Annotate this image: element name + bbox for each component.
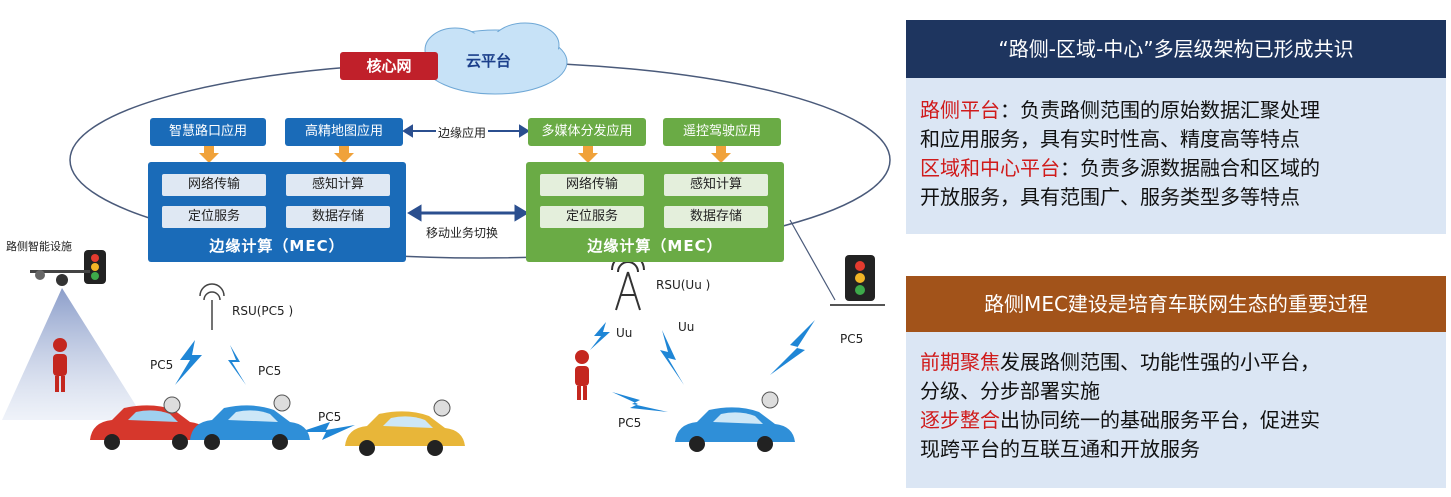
consensus-panel: “路侧-区域-中心”多层级架构已形成共识 路侧平台：负责路侧范围的原始数据汇聚处… <box>906 20 1446 234</box>
satellite-dish-icon <box>273 394 291 412</box>
app-connectors <box>199 145 731 163</box>
mec-cell-storage: 数据存储 <box>286 206 390 228</box>
satellite-dish-icon <box>163 396 181 414</box>
mec-line-4: 现跨平台的互联互通和开放服务 <box>920 437 1200 461</box>
mec-line-3: 逐步整合出协同统一的基础服务平台，促进实 <box>920 406 1432 435</box>
lightning-icon <box>770 320 815 375</box>
mobile-switch-label: 移动业务切换 <box>426 226 499 240</box>
consensus-panel-title: “路侧-区域-中心”多层级架构已形成共识 <box>906 20 1446 78</box>
app-multimedia-dist: 多媒体分发应用 <box>528 118 646 146</box>
pc5-label: PC5 <box>840 332 864 346</box>
pc5-label: PC5 <box>618 416 642 430</box>
app-smart-intersection: 智慧路口应用 <box>150 118 266 146</box>
edge-app-label: 边缘应用 <box>436 124 489 141</box>
roadside-facility-label: 路侧智能设施 <box>6 240 72 253</box>
regional-center-highlight: 区域和中心平台 <box>920 156 1060 180</box>
lightning-icon <box>660 330 684 385</box>
mec-line-1-text: 发展路侧范围、功能性强的小平台， <box>1000 350 1320 374</box>
pc5-label: PC5 <box>258 364 282 378</box>
pedestrian-right-icon <box>575 350 589 400</box>
lightning-icon <box>228 345 246 385</box>
lightning-icon <box>175 340 202 385</box>
mec-cell-network: 网络传输 <box>162 174 266 196</box>
pedestrian-left-icon <box>53 338 67 392</box>
mec-construction-panel-body: 前期聚焦发展路侧范围、功能性强的小平台， 分级、分步部署实施 逐步整合出协同统一… <box>906 332 1446 488</box>
satellite-dish-icon <box>761 391 779 409</box>
app-remote-driving: 遥控驾驶应用 <box>663 118 781 146</box>
consensus-line-2: 和应用服务，具有实时性高、精度高等特点 <box>920 127 1300 151</box>
diagram-canvas <box>2 22 891 456</box>
mec-construction-panel-title: 路侧MEC建设是培育车联网生态的重要过程 <box>906 276 1446 332</box>
mec-cell-positioning: 定位服务 <box>540 206 644 228</box>
car-red-icon <box>90 405 210 450</box>
architecture-diagram: 核心网 云平台 智慧路口应用 高精地图应用 边缘应用 多媒体分发应用 遥控驾驶应… <box>2 22 891 456</box>
rsu-pc5-icon <box>199 283 225 330</box>
rsu-uu-icon <box>611 253 645 311</box>
gradual-integration-highlight: 逐步整合 <box>920 408 1000 432</box>
rsu-pc5-label: RSU(PC5 ) <box>232 304 294 318</box>
pc5-label: PC5 <box>150 358 174 372</box>
early-focus-highlight: 前期聚焦 <box>920 350 1000 374</box>
mec-block-right: 网络传输 感知计算 定位服务 数据存储 边缘计算（MEC） <box>526 162 784 262</box>
satellite-dish-icon <box>433 399 451 417</box>
consensus-line-1: 路侧平台：负责路侧范围的原始数据汇聚处理 <box>920 96 1432 125</box>
mec-cell-positioning: 定位服务 <box>162 206 266 228</box>
satellite-dishes <box>163 391 779 417</box>
mec-block-left: 网络传输 感知计算 定位服务 数据存储 边缘计算（MEC） <box>148 162 406 262</box>
mec-line-3-text: 出协同统一的基础服务平台，促进实 <box>1000 408 1320 432</box>
lightning-icon <box>612 392 668 412</box>
sensor-beam <box>2 288 145 420</box>
consensus-line-3-text: ：负责多源数据融合和区域的 <box>1060 156 1320 180</box>
mec-cell-perception: 感知计算 <box>286 174 390 196</box>
rsu-uu-label: RSU(Uu ) <box>656 278 711 292</box>
uu-label: Uu <box>616 326 633 340</box>
wireless-links <box>175 320 815 440</box>
consensus-panel-body: 路侧平台：负责路侧范围的原始数据汇聚处理 和应用服务，具有实时性高、精度高等特点… <box>906 78 1446 234</box>
mec-title-left: 边缘计算（MEC） <box>209 237 345 255</box>
pc5-label: PC5 <box>318 410 342 424</box>
roadside-platform-highlight: 路侧平台 <box>920 98 1000 122</box>
lightning-icon <box>590 322 610 350</box>
mec-construction-panel: 路侧MEC建设是培育车联网生态的重要过程 前期聚焦发展路侧范围、功能性强的小平台… <box>906 276 1446 488</box>
car-blue-icon <box>190 405 310 450</box>
cloud-shape <box>422 22 568 95</box>
consensus-line-3: 区域和中心平台：负责多源数据融合和区域的 <box>920 154 1432 183</box>
mec-cell-perception: 感知计算 <box>664 174 768 196</box>
consensus-line-4: 开放服务，具有范围广、服务类型多等特点 <box>920 185 1300 209</box>
mec-title-right: 边缘计算（MEC） <box>587 237 723 255</box>
cloud-platform-label: 云平台 <box>466 52 512 70</box>
core-network-label: 核心网 <box>340 52 438 80</box>
car-blue-right-icon <box>675 407 795 452</box>
traffic-light-right-icon <box>845 255 875 301</box>
consensus-line-1-text: ：负责路侧范围的原始数据汇聚处理 <box>1000 98 1320 122</box>
mobile-switch-arrow <box>407 204 529 222</box>
mec-line-2: 分级、分步部署实施 <box>920 379 1100 403</box>
roadside-sensor-icon <box>30 270 90 286</box>
mec-line-1: 前期聚焦发展路侧范围、功能性强的小平台， <box>920 348 1432 377</box>
uu-label: Uu <box>678 320 695 334</box>
lightning-icon <box>300 422 355 440</box>
app-hd-map: 高精地图应用 <box>285 118 403 146</box>
mec-cell-storage: 数据存储 <box>664 206 768 228</box>
car-yellow-icon <box>345 411 465 456</box>
mec-cell-network: 网络传输 <box>540 174 644 196</box>
traffic-light-left-icon <box>84 250 106 284</box>
